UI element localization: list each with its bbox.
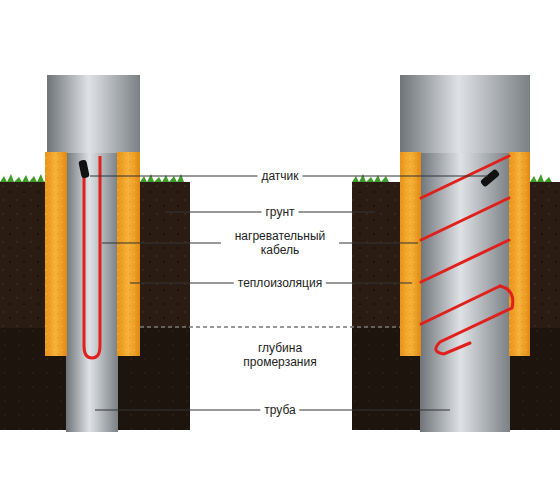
left-pipe	[45, 75, 140, 432]
freezing-depth-line	[140, 326, 400, 328]
right-pipe	[400, 75, 530, 432]
sensor-label: датчик	[257, 169, 302, 183]
freezing-depth-label: глубина промерзания	[226, 341, 334, 370]
soil-label: грунт	[261, 205, 298, 219]
insulation-label: теплоизоляция	[234, 276, 326, 290]
pipe-label: труба	[260, 403, 299, 417]
leader-lines	[90, 176, 488, 410]
cable-label: нагревательный кабель	[221, 229, 339, 258]
